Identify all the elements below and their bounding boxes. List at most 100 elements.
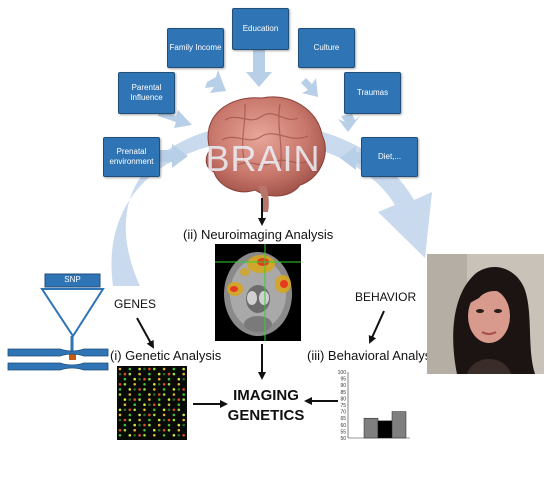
microarray-spot xyxy=(167,403,171,406)
microarray-spot xyxy=(153,383,156,386)
influence-traumas: Traumas xyxy=(344,72,401,114)
microarray-spot xyxy=(167,428,171,432)
microarray-spot xyxy=(118,393,122,396)
microarray-spot xyxy=(157,403,161,406)
microarray-spot xyxy=(128,388,132,391)
microarray-spot xyxy=(162,434,166,437)
arrow-behavior-to-behavioral xyxy=(368,310,385,344)
dna-strand-upper xyxy=(7,348,109,357)
microarray-spot xyxy=(182,434,185,437)
brain-label: BRAIN xyxy=(205,138,321,179)
microarray-spot xyxy=(143,423,146,427)
microarray-spot xyxy=(177,408,181,412)
microarray-spot xyxy=(138,398,141,401)
mini-chart-bar xyxy=(391,411,407,439)
microarray-spot xyxy=(172,367,176,371)
microarray-spot xyxy=(143,408,146,412)
microarray-spot xyxy=(172,408,176,412)
microarray-spot xyxy=(148,418,151,422)
microarray-spot xyxy=(123,428,127,432)
snp-label: SNP xyxy=(64,275,81,284)
microarray-spot xyxy=(118,372,122,376)
microarray-spot xyxy=(148,367,151,371)
mini-chart-tick-label: 70 xyxy=(340,410,346,416)
microarray-spot xyxy=(177,398,181,401)
microarray-spot xyxy=(123,418,127,422)
genes-label: GENES xyxy=(114,297,157,311)
microarray-spot xyxy=(162,418,166,422)
microarray-spot xyxy=(157,398,161,401)
microarray-spot xyxy=(167,377,171,381)
microarray-spot xyxy=(123,403,127,406)
microarray-spot xyxy=(128,372,132,376)
microarray-spot xyxy=(177,423,181,427)
microarray-spot xyxy=(167,418,171,422)
microarray-spot xyxy=(153,393,156,396)
microarray-spot xyxy=(138,393,141,396)
probe-funnel xyxy=(40,288,105,338)
brain-scan-graphic xyxy=(215,244,301,341)
microarray-spot xyxy=(138,418,141,422)
mini-chart-tick-label: 65 xyxy=(340,416,346,422)
microarray-spot xyxy=(123,377,127,381)
arrow-culture xyxy=(301,78,318,97)
microarray-spot xyxy=(172,434,176,437)
mini-chart-tick-label: 75 xyxy=(340,403,346,409)
microarray-spot xyxy=(177,434,181,437)
microarray-spot xyxy=(128,398,132,401)
microarray-spot xyxy=(153,408,156,412)
snp-probe xyxy=(40,273,105,360)
microarray-spot xyxy=(138,434,141,437)
microarray-spot xyxy=(172,413,176,417)
microarray-spot xyxy=(182,398,185,401)
microarray-spot xyxy=(128,413,132,417)
microarray-spot xyxy=(148,393,151,396)
microarray-spot xyxy=(133,434,136,437)
microarray-spot xyxy=(118,388,122,391)
dna-strand-lower xyxy=(7,362,109,371)
microarray-spot xyxy=(157,383,161,386)
microarray-spot xyxy=(143,428,146,432)
genetic-analysis-label: (i) Genetic Analysis xyxy=(110,348,222,363)
microarray-spot xyxy=(177,388,181,391)
microarray-spot xyxy=(138,423,141,427)
microarray-spot xyxy=(182,388,185,391)
microarray-spot xyxy=(118,434,122,437)
microarray-spot xyxy=(128,367,132,371)
microarray-spot xyxy=(123,372,127,376)
microarray-spot xyxy=(182,372,185,376)
microarray-spot xyxy=(138,372,141,376)
microarray-spot xyxy=(118,428,122,432)
microarray-spot xyxy=(157,372,161,376)
microarray-spot xyxy=(143,383,146,386)
microarray-spot xyxy=(153,434,156,437)
microarray-spot xyxy=(118,408,122,412)
arrow-genes-to-genetic xyxy=(136,317,154,349)
mini-chart-tick-label: 60 xyxy=(340,423,346,429)
microarray-spot xyxy=(162,388,166,391)
mini-chart-tick-label: 50 xyxy=(340,436,346,440)
mini-chart-tick-label: 100 xyxy=(338,370,347,376)
influence-education: Education xyxy=(232,8,289,50)
microarray-spot xyxy=(182,367,185,371)
microarray-spot xyxy=(167,383,171,386)
probe-marker xyxy=(69,352,76,360)
microarray-spot xyxy=(153,388,156,391)
microarray-spot xyxy=(133,408,136,412)
microarray-spot xyxy=(148,398,151,401)
microarray-spot xyxy=(123,423,127,427)
microarray-spot xyxy=(118,418,122,422)
influence-family-income: Family Income xyxy=(167,28,224,68)
arrow-traumas xyxy=(338,114,360,132)
microarray-spot xyxy=(133,377,136,381)
imaging-genetics-line1: IMAGING xyxy=(233,387,299,404)
dna-strands xyxy=(7,348,109,371)
microarray-spot xyxy=(138,413,141,417)
microarray-spot xyxy=(182,393,185,396)
microarray-spot xyxy=(182,377,185,381)
microarray-spot xyxy=(123,398,127,401)
